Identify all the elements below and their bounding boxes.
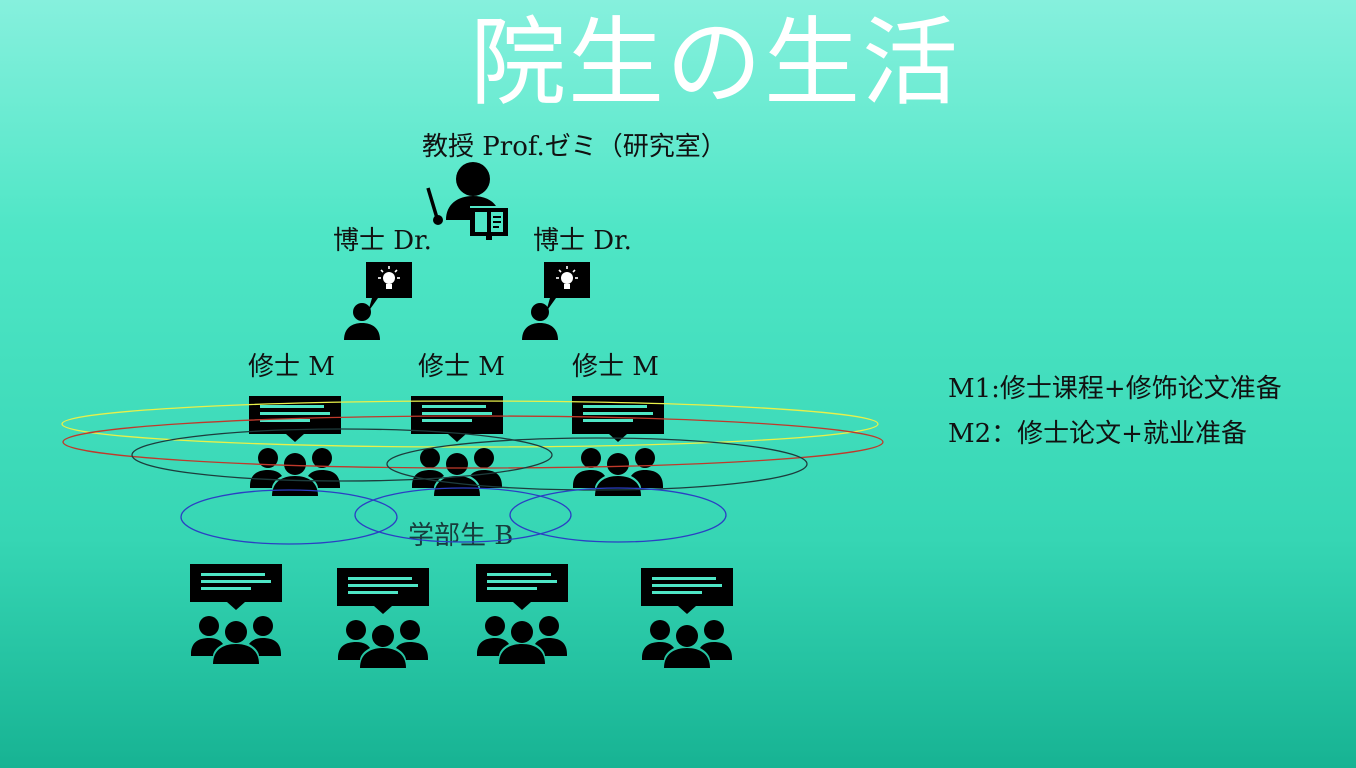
- group-discussion-icon: [337, 568, 429, 668]
- undergrad-label: 学部生 B: [408, 521, 514, 551]
- note-m2: M2：修士论文+就业准备: [948, 419, 1247, 449]
- professor-label: 教授 Prof.ゼミ（研究室）: [422, 132, 727, 162]
- person-idea-speech-icon: [522, 262, 590, 340]
- doctor-right-label: 博士 Dr.: [533, 226, 632, 256]
- group-discussion-icon: [190, 564, 282, 664]
- person-idea-speech-icon: [344, 262, 412, 340]
- ring-blue-2: [354, 487, 572, 543]
- doctor-left-label: 博士 Dr.: [333, 226, 432, 256]
- slide-title: 院生の生活: [470, 7, 960, 119]
- note-m1: M1:修士课程+修饰论文准备: [948, 374, 1282, 404]
- group-discussion-icon: [572, 396, 664, 496]
- ring-blue-3: [509, 487, 727, 543]
- master-label-2: 修士 M: [418, 352, 505, 382]
- ring-blue-1: [180, 489, 398, 545]
- ring-yellow: [61, 400, 879, 448]
- ring-dark-left: [131, 428, 553, 482]
- teacher-with-pointer-icon: [426, 162, 508, 240]
- ring-red: [62, 415, 884, 469]
- master-label-3: 修士 M: [572, 352, 659, 382]
- group-discussion-icon: [476, 564, 568, 664]
- group-discussion-icon: [641, 568, 733, 668]
- master-label-1: 修士 M: [248, 352, 335, 382]
- ring-dark-right: [386, 437, 808, 491]
